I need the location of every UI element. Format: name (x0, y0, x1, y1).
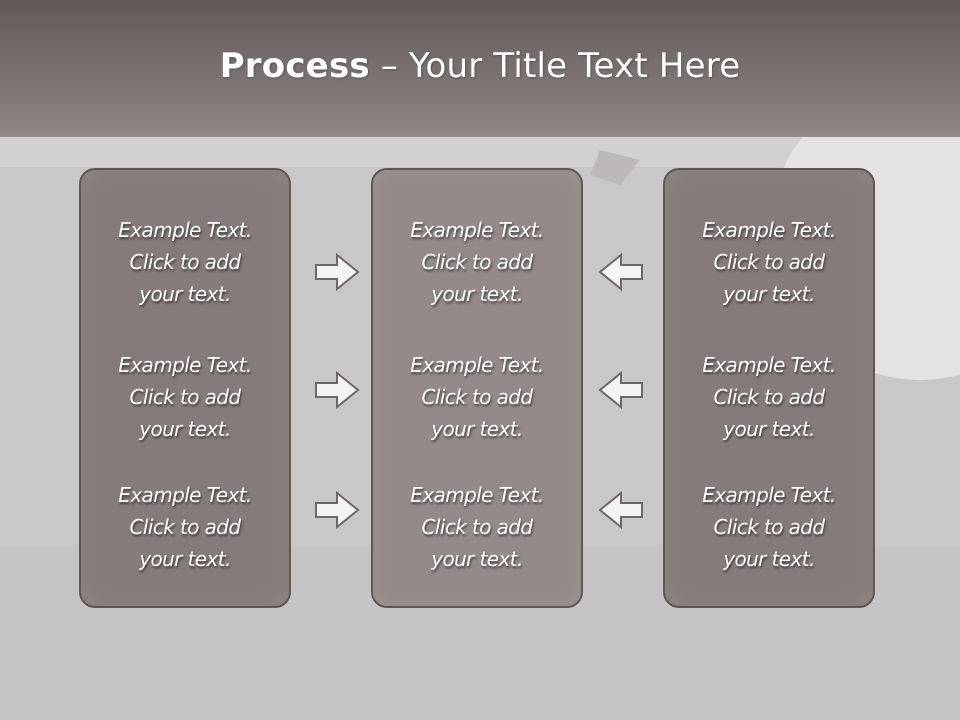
placeholder-text[interactable]: Example Text. Click to add your text. (373, 349, 581, 445)
slide-title[interactable]: Process – Your Title Text Here (220, 46, 741, 86)
right-arrow-icon (315, 490, 360, 530)
text-line: Example Text. (118, 483, 252, 507)
title-bar: Process – Your Title Text Here (0, 0, 960, 137)
text-line: Click to add (713, 515, 826, 539)
text-line: your text. (723, 417, 815, 441)
placeholder-text[interactable]: Example Text. Click to add your text. (81, 349, 289, 445)
text-line: Example Text. (702, 353, 836, 377)
text-line: Click to add (713, 385, 826, 409)
placeholder-text[interactable]: Example Text. Click to add your text. (373, 214, 581, 310)
text-line: your text. (723, 282, 815, 306)
placeholder-text[interactable]: Example Text. Click to add your text. (373, 479, 581, 575)
text-line: your text. (431, 282, 523, 306)
text-line: Example Text. (410, 218, 544, 242)
text-line: Example Text. (410, 483, 544, 507)
text-line: Example Text. (118, 353, 252, 377)
text-line: your text. (139, 417, 231, 441)
text-line: Click to add (129, 250, 242, 274)
text-line: your text. (431, 417, 523, 441)
placeholder-text[interactable]: Example Text. Click to add your text. (81, 479, 289, 575)
text-line: Example Text. (702, 218, 836, 242)
text-line: Click to add (713, 250, 826, 274)
left-arrow-icon (598, 252, 643, 292)
text-line: Click to add (129, 385, 242, 409)
left-panel: Example Text. Click to add your text. Ex… (79, 168, 291, 608)
placeholder-text[interactable]: Example Text. Click to add your text. (81, 214, 289, 310)
placeholder-text[interactable]: Example Text. Click to add your text. (665, 479, 873, 575)
text-line: Example Text. (702, 483, 836, 507)
text-line: Click to add (421, 385, 534, 409)
title-bold: Process (219, 45, 370, 86)
center-panel: Example Text. Click to add your text. Ex… (371, 168, 583, 608)
text-line: your text. (431, 547, 523, 571)
placeholder-text[interactable]: Example Text. Click to add your text. (665, 349, 873, 445)
right-arrow-icon (315, 370, 360, 410)
text-line: Example Text. (410, 353, 544, 377)
text-line: your text. (139, 282, 231, 306)
text-line: Click to add (421, 250, 534, 274)
text-line: Example Text. (118, 218, 252, 242)
right-arrow-icon (315, 252, 360, 292)
right-panel: Example Text. Click to add your text. Ex… (663, 168, 875, 608)
left-arrow-icon (598, 490, 643, 530)
text-line: Click to add (129, 515, 242, 539)
left-arrow-icon (598, 370, 643, 410)
title-rest: – Your Title Text Here (369, 45, 741, 86)
text-line: your text. (139, 547, 231, 571)
placeholder-text[interactable]: Example Text. Click to add your text. (665, 214, 873, 310)
text-line: your text. (723, 547, 815, 571)
text-line: Click to add (421, 515, 534, 539)
